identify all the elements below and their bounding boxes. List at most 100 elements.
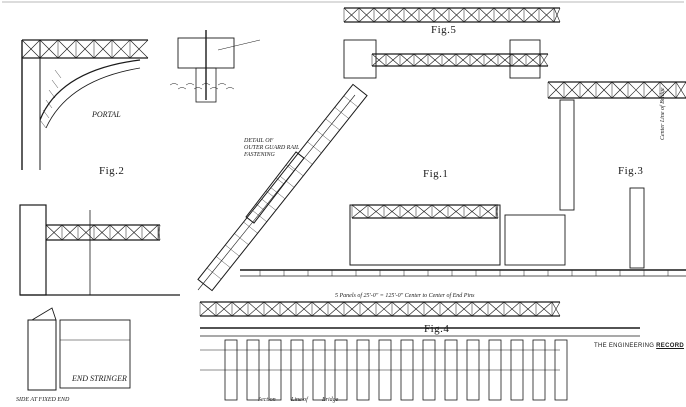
fig5-top-lattice-brace (433, 7, 450, 23)
fig5-mid-lattice-brace (455, 53, 471, 67)
portal-label: PORTAL (92, 110, 121, 119)
fig1-floor-lattice-brace (479, 204, 497, 219)
fig2-lower-lattice-brace (141, 224, 159, 241)
fig5-top-lattice-brace (478, 7, 495, 23)
fig1-end-post-tie (334, 107, 349, 119)
fig1-end-post-tie (307, 141, 322, 154)
fig5-label: Fig.5 (431, 24, 457, 36)
rail-detail-hatch (177, 87, 187, 90)
bottom-note-2: Line of (291, 397, 308, 403)
portal-lattice-brace (111, 39, 131, 59)
fig3-vertical-right (629, 187, 645, 269)
portal-arc-rivet (48, 89, 56, 99)
portal-lattice-brace (21, 39, 41, 59)
fig4-lattice-brace (279, 301, 297, 317)
fig4-lattice-brace (519, 301, 537, 317)
fig5-mid-lattice-brace (371, 53, 387, 67)
fig3-top-lattice-brace (547, 81, 565, 99)
fig1-end-post-tie (261, 198, 276, 211)
fig4-lattice-brace (263, 301, 281, 317)
fig1-end-post (197, 83, 368, 292)
publisher-credit: THE ENGINEERING RECORD (594, 343, 684, 349)
fig5-top-lattice-brace (418, 7, 435, 23)
rail-detail-block (195, 67, 217, 103)
fig1-upper-member (245, 151, 305, 224)
portal-arc-rivet (45, 99, 53, 109)
portal-arc-rivet (51, 79, 59, 89)
fig1-floor-lattice-brace (367, 204, 385, 219)
portal-lattice-brace (93, 39, 113, 59)
fig4-lattice-brace (327, 301, 345, 317)
fixed-end-shoe (27, 319, 57, 391)
fig2-lower-column (19, 204, 47, 296)
rail-detail-hatch (209, 87, 219, 90)
rail-detail-hatch (217, 83, 227, 86)
fig5-top-lattice-brace (493, 7, 510, 23)
fig5-top-lattice-brace (373, 7, 390, 23)
fig2-lower-lattice-brace (61, 224, 79, 241)
portal-knee-arc-outer (39, 59, 141, 121)
fig2-lower-lattice-brace (109, 224, 127, 241)
fig1-upper-member-tie (285, 164, 295, 172)
fig5-top-lattice-brace (388, 7, 405, 23)
fig1-end-post-tie (343, 95, 359, 108)
credit-name: RECORD (656, 343, 684, 349)
fig1-end-post-guide (197, 94, 356, 291)
fig5-mid-lattice-brace (511, 53, 527, 67)
fig1-floor-lattice-brace (495, 204, 499, 219)
fig4-lattice-brace (247, 301, 265, 317)
fig3-top-lattice-brace (579, 81, 597, 99)
fig1-floor-lattice-brace (415, 204, 433, 219)
portal-arc-rivet (39, 119, 47, 129)
fig2-lower-lattice-brace (93, 224, 111, 241)
fig5-top-lattice-brace (343, 7, 360, 23)
fig5-end-post-left (343, 39, 377, 79)
end-stringer-box (59, 319, 131, 389)
fig5-top-lattice-brace (538, 7, 555, 23)
fig1-floor-lattice-brace (447, 204, 465, 219)
fig5-mid-lattice-brace (399, 53, 415, 67)
fig1-floor-lattice-brace (463, 204, 481, 219)
fig1-floor-lattice-brace (431, 204, 449, 219)
portal-lattice-brace (39, 39, 59, 59)
fig4-lattice-brace (215, 301, 233, 317)
fig4-lattice-brace (343, 301, 361, 317)
fig2-lower-lattice-brace (45, 224, 63, 241)
fig4-lattice-brace (391, 301, 409, 317)
fig2-lower-lattice-brace (77, 224, 95, 241)
fig5-mid-lattice-brace (469, 53, 485, 67)
fig4-lattice-brace (311, 301, 329, 317)
fig5-mid-lattice-brace (497, 53, 513, 67)
fig3-top-lattice-brace (675, 81, 686, 99)
fig3-vertical-left (559, 99, 575, 211)
fig4-lattice-brace (359, 301, 377, 317)
portal-lattice-brace (129, 39, 149, 59)
fig3-label: Fig.3 (618, 165, 644, 177)
portal-lattice-brace (75, 39, 95, 59)
fig2-lower-lattice-brace (125, 224, 143, 241)
fig1-end-post-tie (243, 221, 258, 234)
side-at-fixed-end-label: SIDE AT FIXED END (16, 397, 70, 403)
portal-arc-rivet (42, 109, 50, 119)
fig1-upper-member-tie (255, 203, 265, 211)
fig1-end-post-tie (216, 256, 231, 268)
portal-arc-rivet (54, 69, 62, 79)
fig4-lattice-brace (535, 301, 553, 317)
fig3-top-lattice-brace (563, 81, 581, 99)
portal-knee-arc-inner (45, 67, 141, 129)
fig4-lattice-brace (551, 301, 561, 317)
fig2-label: Fig.2 (99, 165, 125, 177)
rail-detail-hatch (225, 87, 235, 90)
credit-prefix: THE ENGINEERING (594, 343, 655, 349)
fig4-lattice-brace (487, 301, 505, 317)
bottom-note-1: Section (258, 397, 276, 403)
panels-dimension-note: 5 Panels of 25'-0" = 125'-0" Center to C… (335, 293, 475, 299)
fig5-mid-lattice-brace (539, 53, 549, 67)
fig4-lattice-brace (407, 301, 425, 317)
fig1-end-post-tie (206, 267, 222, 280)
fig4-label: Fig.4 (424, 323, 450, 335)
fig5-top-lattice-brace (508, 7, 525, 23)
fig1-label: Fig.1 (423, 168, 449, 180)
